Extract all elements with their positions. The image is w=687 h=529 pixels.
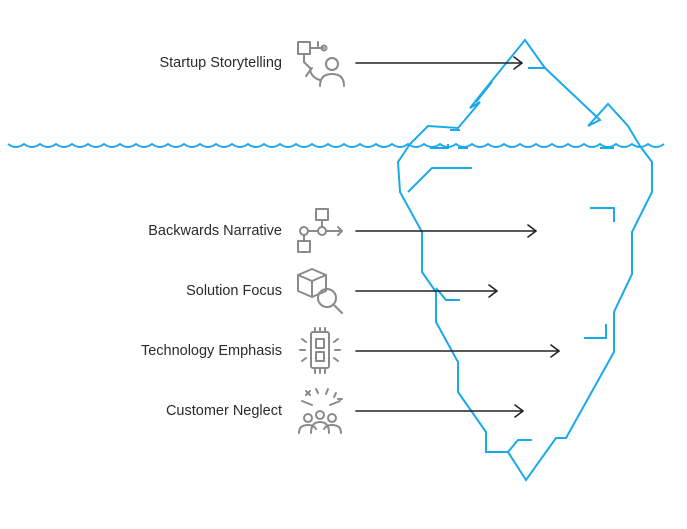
arrow-startup-storytelling: [355, 56, 523, 70]
layer-label-solution-focus: Solution Focus: [186, 283, 282, 299]
water-line: [7, 142, 665, 148]
iceberg-body: [396, 129, 653, 482]
layer-label-backwards-narrative: Backwards Narrative: [148, 223, 282, 239]
cube-magnifier-icon: [297, 268, 343, 314]
crowd-icon: [298, 388, 343, 434]
person-with-flowchart-icon: [297, 41, 345, 87]
layer-label-customer-neglect: Customer Neglect: [165, 403, 282, 419]
arrow-technology-emphasis: [355, 344, 560, 358]
arrow-backwards-narrative: [355, 224, 537, 238]
arrow-customer-neglect: [355, 404, 524, 418]
arrows: [355, 56, 560, 418]
iceberg-tip: [409, 38, 641, 147]
glowing-device-icon: [299, 327, 341, 374]
flowchart-icon: [297, 208, 343, 253]
arrow-solution-focus: [355, 284, 498, 298]
layer-label-startup-storytelling: Startup Storytelling: [159, 55, 282, 71]
layer-label-technology-emphasis: Technology Emphasis: [140, 343, 282, 359]
